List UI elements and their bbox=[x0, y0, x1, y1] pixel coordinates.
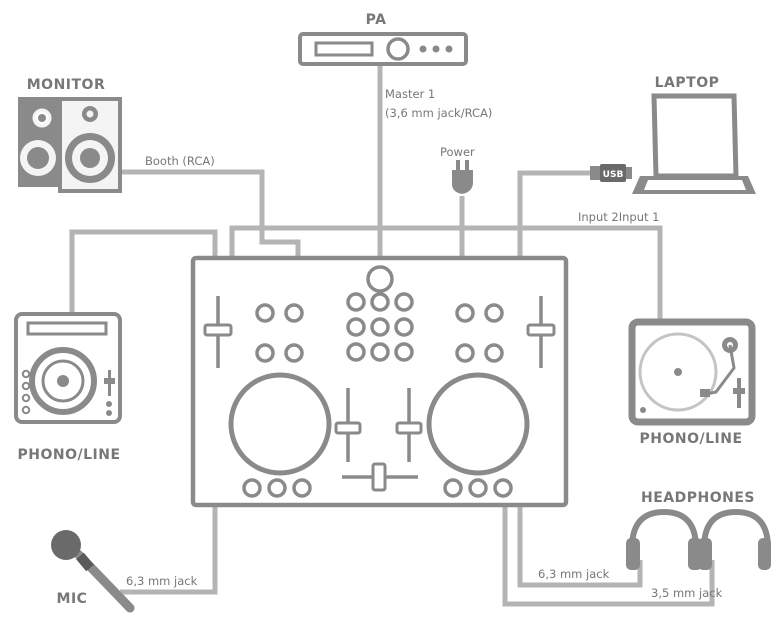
cable-booth bbox=[118, 169, 301, 258]
usb-label: USB bbox=[603, 170, 624, 180]
pa-device bbox=[298, 32, 468, 66]
laptop-label: LAPTOP bbox=[655, 75, 720, 91]
booth-label: Booth (RCA) bbox=[145, 154, 215, 168]
usb-plug-icon: USB bbox=[590, 164, 632, 182]
pa-label: PA bbox=[366, 12, 387, 28]
mic-jack-label: 6,3 mm jack bbox=[126, 574, 198, 588]
monitor-label: MONITOR bbox=[27, 77, 106, 93]
headphones-icon bbox=[626, 508, 771, 570]
phono-line-right-device bbox=[628, 318, 756, 426]
master-label-line2: (3,6 mm jack/RCA) bbox=[385, 106, 492, 120]
phono-line-left-label: PHONO/LINE bbox=[17, 447, 120, 463]
cable-phono-left bbox=[69, 229, 218, 314]
headphone-jack-35-label: 3,5 mm jack bbox=[651, 586, 723, 600]
phono-line-left-device bbox=[14, 312, 122, 424]
cables bbox=[69, 60, 715, 607]
mic-label: MIC bbox=[57, 591, 88, 607]
power-plug-icon bbox=[451, 160, 473, 194]
input-labels: Input 2Input 1 bbox=[578, 210, 660, 224]
headphones-label: HEADPHONES bbox=[641, 490, 755, 506]
microphone-icon bbox=[51, 530, 135, 613]
master-label-line1: Master 1 bbox=[385, 87, 435, 101]
cable-usb bbox=[517, 170, 596, 258]
cable-hp-63 bbox=[517, 505, 643, 588]
monitor-speakers-icon bbox=[18, 97, 122, 193]
headphone-jack-63-label: 6,3 mm jack bbox=[538, 567, 610, 581]
power-label: Power bbox=[440, 145, 475, 159]
phono-line-right-label: PHONO/LINE bbox=[639, 431, 742, 447]
dj-controller bbox=[190, 255, 569, 508]
cable-aux-left bbox=[229, 225, 663, 322]
laptop-icon bbox=[632, 93, 756, 194]
cable-hp-35 bbox=[502, 505, 715, 607]
cable-mic bbox=[120, 505, 218, 595]
